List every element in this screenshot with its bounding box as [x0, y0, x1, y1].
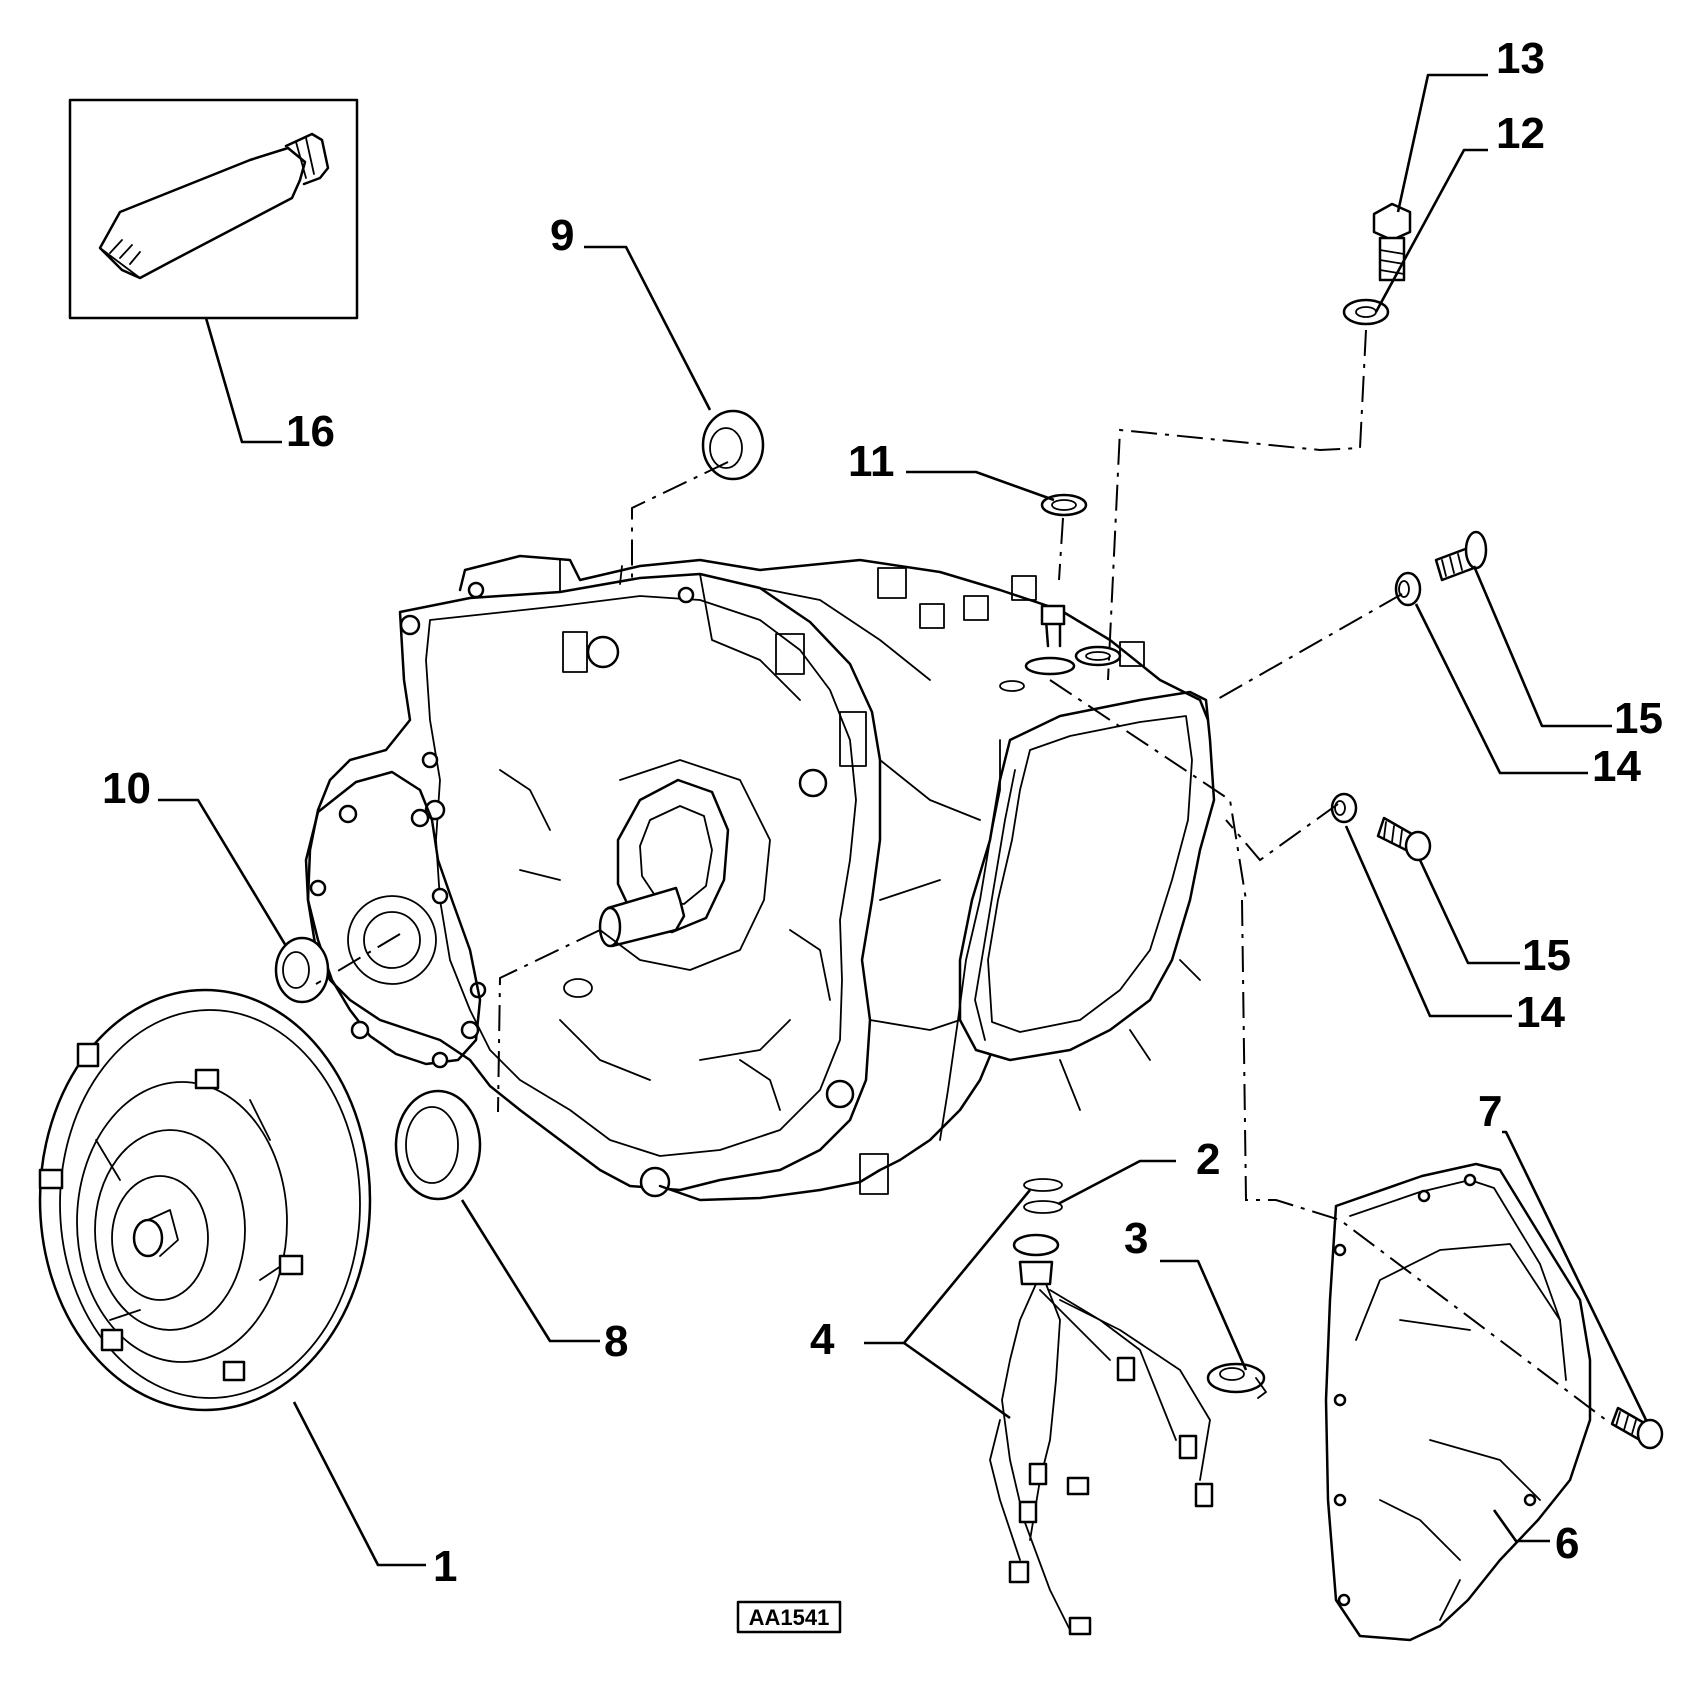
torque-converter-part-1: [38, 988, 372, 1412]
connector-part-4: [989, 1233, 1214, 1636]
bolt-part-13: [1372, 202, 1412, 282]
seal-part-8: [394, 1089, 482, 1201]
bolt-part-15-upper: [1434, 530, 1488, 582]
callout-13: 13: [1496, 34, 1545, 83]
callouts: 1 2 3 4 6 7 8 9 10 11 12 13 14 14 15 15 …: [102, 34, 1663, 1591]
callout-14-upper: 14: [1592, 742, 1641, 791]
washer-part-12: [1342, 298, 1390, 326]
callout-7: 7: [1478, 1087, 1502, 1136]
o-rings-part-2: [1023, 1178, 1063, 1214]
transmission-housing: [304, 554, 1216, 1202]
bolt-part-7: [1610, 1406, 1664, 1450]
callout-4: 4: [810, 1315, 835, 1364]
clamp-part-3: [1206, 1362, 1267, 1399]
callout-12: 12: [1496, 109, 1545, 158]
assembly-lines: [315, 329, 1607, 1421]
grease-tube-part-16: [68, 98, 359, 320]
callout-6: 6: [1555, 1519, 1579, 1568]
seal-part-10: [274, 936, 330, 1004]
callout-1: 1: [433, 1542, 457, 1591]
leader-lines: [158, 73, 1648, 1567]
bolt-part-15-lower: [1376, 816, 1432, 862]
drawing-code: AA1541: [749, 1605, 830, 1630]
washer-part-14-lower: [1330, 792, 1358, 824]
callout-9: 9: [550, 211, 574, 260]
callout-2: 2: [1196, 1135, 1220, 1184]
seal-part-9: [701, 409, 765, 481]
callout-11: 11: [848, 437, 895, 486]
callout-15-lower: 15: [1522, 931, 1571, 980]
callout-8: 8: [604, 1317, 628, 1366]
drawing-code-box: AA1541: [736, 1600, 842, 1634]
callout-3: 3: [1124, 1214, 1148, 1263]
oil-pan-part-6: [1324, 1162, 1592, 1642]
washer-part-14-upper: [1394, 571, 1422, 607]
callout-14-lower: 14: [1516, 988, 1565, 1037]
callout-10: 10: [102, 764, 151, 813]
callout-15-upper: 15: [1614, 694, 1663, 743]
callout-16: 16: [286, 407, 335, 456]
